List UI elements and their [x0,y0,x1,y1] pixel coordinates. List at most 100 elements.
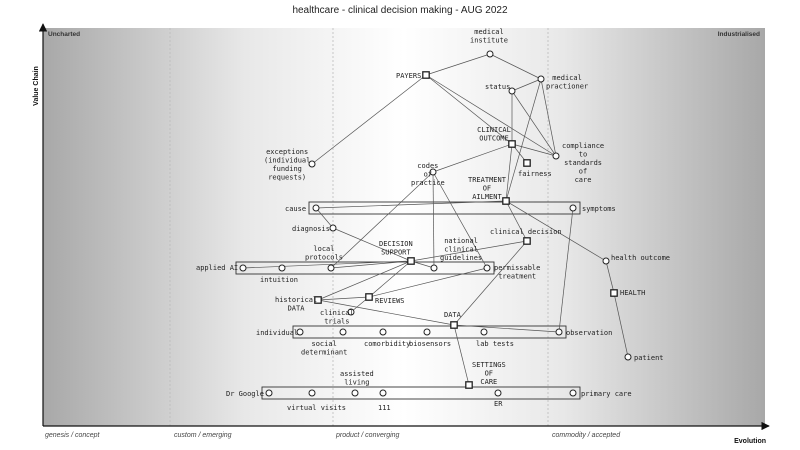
node-er[interactable] [494,389,502,397]
link-data-settings_of_care [453,324,470,386]
node-n111[interactable] [379,389,387,397]
node-decision-support[interactable] [407,257,415,265]
label-intuition: intuition [260,276,298,284]
link-clinical_outcome-treatment_of_ailment [505,143,513,202]
node-patient[interactable] [624,353,632,361]
link-payers-compliance [425,74,557,157]
link-codes_of_practice-local_protocols [330,171,434,269]
label-diagnosis: diagnosis [292,225,330,233]
node-clinical-outcome[interactable] [508,140,516,148]
node-health-outcome[interactable] [602,257,610,265]
node-social-determinant[interactable] [339,328,347,336]
label-comorbidity: comorbidity [364,340,410,348]
link-observation-symptoms [558,207,574,333]
x-axis-label: Evolution [734,438,766,445]
node-observation[interactable] [555,328,563,336]
node-medical-institute[interactable] [486,50,494,58]
node-historical-data[interactable] [314,296,322,304]
node-symptoms[interactable] [569,204,577,212]
label-individual: individual [256,329,298,337]
stage-commodity: commodity / accepted [552,432,621,439]
node-payers[interactable] [422,71,430,79]
node-diagnosis[interactable] [329,224,337,232]
node-clinical-trials[interactable] [347,308,355,316]
node-settings-of-care[interactable] [465,381,473,389]
link-payers-clinical_outcome [425,74,513,145]
node-reviews[interactable] [365,293,373,301]
label-reviews: REVIEWS [375,297,405,305]
node-local-protocols[interactable] [327,264,335,272]
link-health_outcome-health [605,260,615,294]
label-clinical-decision: clinical decision [490,228,562,236]
label-status: status [485,83,510,91]
label-cause: cause [285,205,306,213]
link-decision_support-local_protocols [330,260,412,269]
node-comorbidity[interactable] [379,328,387,336]
link-clinical_outcome-codes_of_practice [432,143,513,173]
node-lab-tests[interactable] [480,328,488,336]
node-fairness[interactable] [523,159,531,167]
node-dr-google[interactable] [265,389,273,397]
node-status[interactable] [508,87,516,95]
link-cause-diagnosis [315,207,334,229]
node-virtual-visits[interactable] [308,389,316,397]
stage-product: product / converging [335,432,400,439]
link-codes_of_practice-national_clinical_guidelines [432,171,435,269]
node-biosensors[interactable] [423,328,431,336]
node-cause[interactable] [312,204,320,212]
node-treatment-of-ailment[interactable] [502,197,510,205]
link-permissable_treatment-reviews [368,267,488,298]
link-medical_practioner-compliance [540,78,557,157]
node-individual[interactable] [296,328,304,336]
industrialised-label: Industrialised [718,31,760,38]
node-data[interactable] [450,321,458,329]
node-national-clinical-guidelines[interactable] [430,264,438,272]
axes [38,23,770,431]
dependency-links [242,53,629,386]
stage-custom: custom / emerging [174,432,232,439]
node-clinical-decision[interactable] [523,237,531,245]
link-reviews-historical_data [317,296,370,301]
node-compliance[interactable] [552,152,560,160]
link-medical_institute-medical_practioner [489,53,542,80]
link-treatment_of_ailment-health_outcome [505,200,607,262]
link-status-compliance [511,90,557,157]
components [239,50,632,397]
stage-genesis: genesis / concept [45,432,101,439]
node-primary-care[interactable] [569,389,577,397]
link-clinical_decision-decision_support [410,240,528,262]
label-er: ER [494,400,503,408]
pipeline-band-3 [261,386,581,400]
node-assisted-living[interactable] [351,389,359,397]
link-status-medical_practioner [511,78,542,92]
link-health-patient [613,292,629,358]
label-biosensors: biosensors [409,340,451,348]
link-decision_support-historical_data [317,260,412,301]
link-medical_institute-payers [425,53,491,76]
node-applied-ai[interactable] [239,264,247,272]
node-medical-practioner[interactable] [537,75,545,83]
node-codes-of-practice[interactable] [429,168,437,176]
pipeline-band-2 [292,325,567,339]
label-health-outcome: health outcome [611,254,670,262]
label-n111: 111 [378,404,391,412]
pipeline-band-1 [235,261,495,275]
node-permissable-treatment[interactable] [483,264,491,272]
label-observation: observation [566,329,612,337]
node-health[interactable] [610,289,618,297]
link-historical_data-data [317,299,455,326]
label-patient: patient [634,354,664,362]
map-title: healthcare - clinical decision making - … [292,5,508,16]
node-exceptions[interactable] [308,160,316,168]
node-intuition[interactable] [278,264,286,272]
